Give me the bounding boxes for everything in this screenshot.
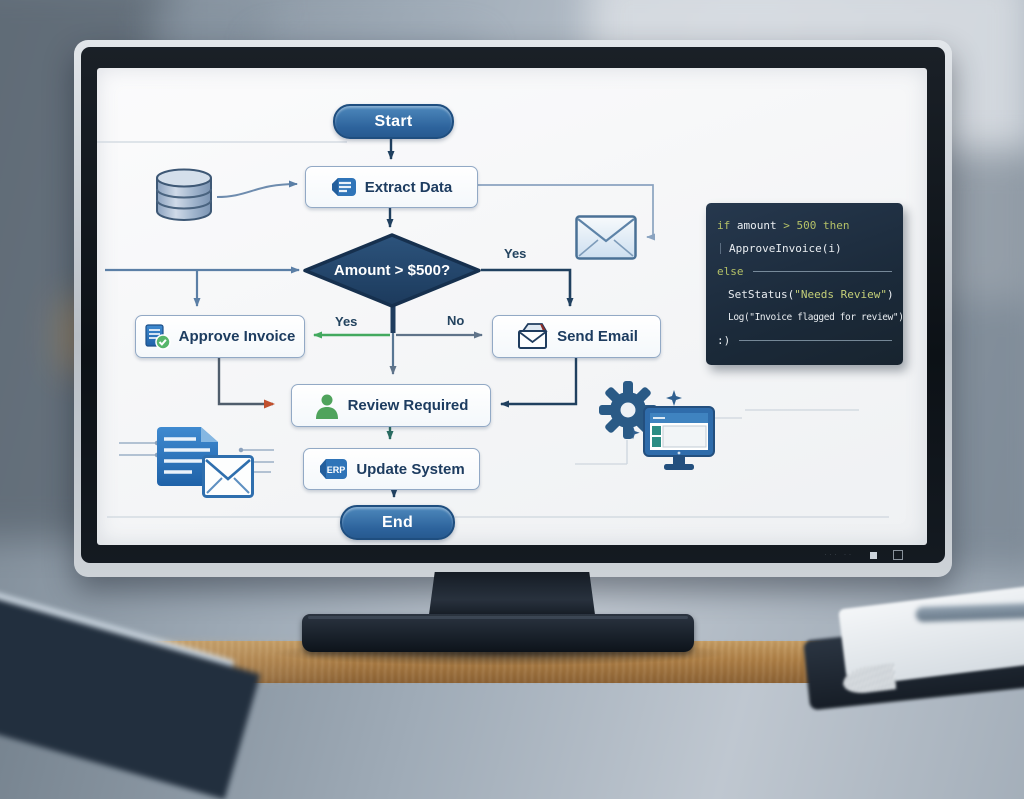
stand-base-highlight bbox=[308, 616, 688, 619]
bezel-indicators: ··· ·· bbox=[824, 550, 903, 560]
extract-data-icon bbox=[331, 178, 356, 196]
node-approve-invoice: Approve Invoice bbox=[135, 315, 305, 358]
end-label: End bbox=[381, 513, 414, 531]
node-decision: Amount > $500? bbox=[302, 232, 482, 309]
send-email-icon bbox=[518, 323, 548, 349]
edge-label-no: No bbox=[447, 313, 465, 328]
monitor-bezel: ··· ·· bbox=[81, 47, 945, 563]
code-close-paren: ) bbox=[886, 288, 894, 301]
code-log-call: Log("Invoice flagged for review") bbox=[728, 312, 904, 323]
decision-diamond-shape bbox=[303, 233, 481, 308]
node-update-system: ERP Update System bbox=[303, 448, 480, 490]
approve-invoice-icon bbox=[145, 323, 171, 350]
monitor-stand-neck bbox=[428, 572, 596, 622]
arrow-database-to-extract bbox=[216, 180, 298, 198]
code-snippet-panel: if amount > 500 then ApproveInvoice(i) e… bbox=[706, 203, 904, 365]
node-start: Start bbox=[333, 104, 454, 139]
decision-label: Amount > $500? bbox=[333, 262, 451, 279]
code-line-3: else bbox=[717, 260, 892, 283]
code-keyword-else: else bbox=[717, 265, 744, 278]
code-var-amount: amount bbox=[730, 219, 784, 232]
arrow-extract-to-envelope bbox=[477, 184, 655, 241]
monitor-screen: Start Extract Data bbox=[97, 68, 927, 545]
bezel-logo-icon bbox=[893, 550, 903, 560]
code-smiley: :) bbox=[717, 334, 731, 347]
database-icon bbox=[156, 168, 212, 221]
envelope-icon bbox=[575, 215, 637, 260]
mail-envelope-icon bbox=[202, 455, 254, 498]
code-keyword-then: then bbox=[822, 219, 850, 232]
node-extract-data: Extract Data bbox=[305, 166, 478, 208]
code-line-4: SetStatus("Needs Review") bbox=[717, 283, 894, 306]
update-system-label: Update System bbox=[356, 460, 465, 478]
arrow-approve-to-review-red bbox=[217, 356, 275, 409]
bezel-indicator-dots: ··· ·· bbox=[824, 552, 854, 558]
edge-label-yes-left: Yes bbox=[335, 314, 358, 329]
code-line-6: :) bbox=[717, 329, 892, 352]
code-string-needs-review: "Needs Review" bbox=[794, 288, 887, 301]
monitor-frame: ··· ·· bbox=[74, 40, 952, 577]
approve-invoice-label: Approve Invoice bbox=[178, 328, 296, 345]
start-label: Start bbox=[374, 112, 413, 130]
code-line-5: Log("Invoice flagged for review") bbox=[717, 306, 904, 329]
extract-data-label: Extract Data bbox=[364, 178, 453, 196]
bezel-power-led-icon bbox=[870, 551, 877, 559]
system-monitor-icon bbox=[643, 406, 715, 470]
code-line-2: ApproveInvoice(i) bbox=[717, 237, 892, 260]
erp-tag-icon: ERP bbox=[320, 459, 348, 479]
code-line-1: if amount > 500 then bbox=[717, 214, 892, 237]
code-divider-line bbox=[739, 339, 892, 342]
node-send-email: Send Email bbox=[492, 315, 661, 358]
documents-icon bbox=[157, 427, 254, 498]
pen bbox=[915, 601, 1024, 623]
code-comparison: > 500 bbox=[783, 219, 823, 232]
flow-connectors bbox=[97, 135, 889, 518]
monitor-stand-base bbox=[302, 614, 694, 652]
code-setstatus-call: SetStatus( bbox=[728, 288, 795, 301]
code-divider-line bbox=[752, 270, 892, 273]
node-review-required: Review Required bbox=[291, 384, 491, 427]
edge-label-yes-right: Yes bbox=[504, 246, 527, 261]
person-icon bbox=[315, 394, 338, 419]
code-approve-call: ApproveInvoice(i) bbox=[729, 242, 842, 255]
indent-guide bbox=[720, 243, 721, 254]
send-email-label: Send Email bbox=[557, 328, 638, 345]
erp-tag-text: ERP bbox=[327, 465, 346, 475]
gear-icon bbox=[599, 381, 657, 439]
node-end: End bbox=[340, 505, 455, 540]
arrow-decision-yes-to-sendemail bbox=[481, 268, 574, 307]
review-required-label: Review Required bbox=[347, 397, 469, 414]
code-keyword-if: if bbox=[717, 219, 731, 232]
faint-guide-lines bbox=[97, 141, 889, 518]
arrow-sendemail-to-review bbox=[500, 356, 578, 408]
foreground-device bbox=[0, 594, 261, 799]
